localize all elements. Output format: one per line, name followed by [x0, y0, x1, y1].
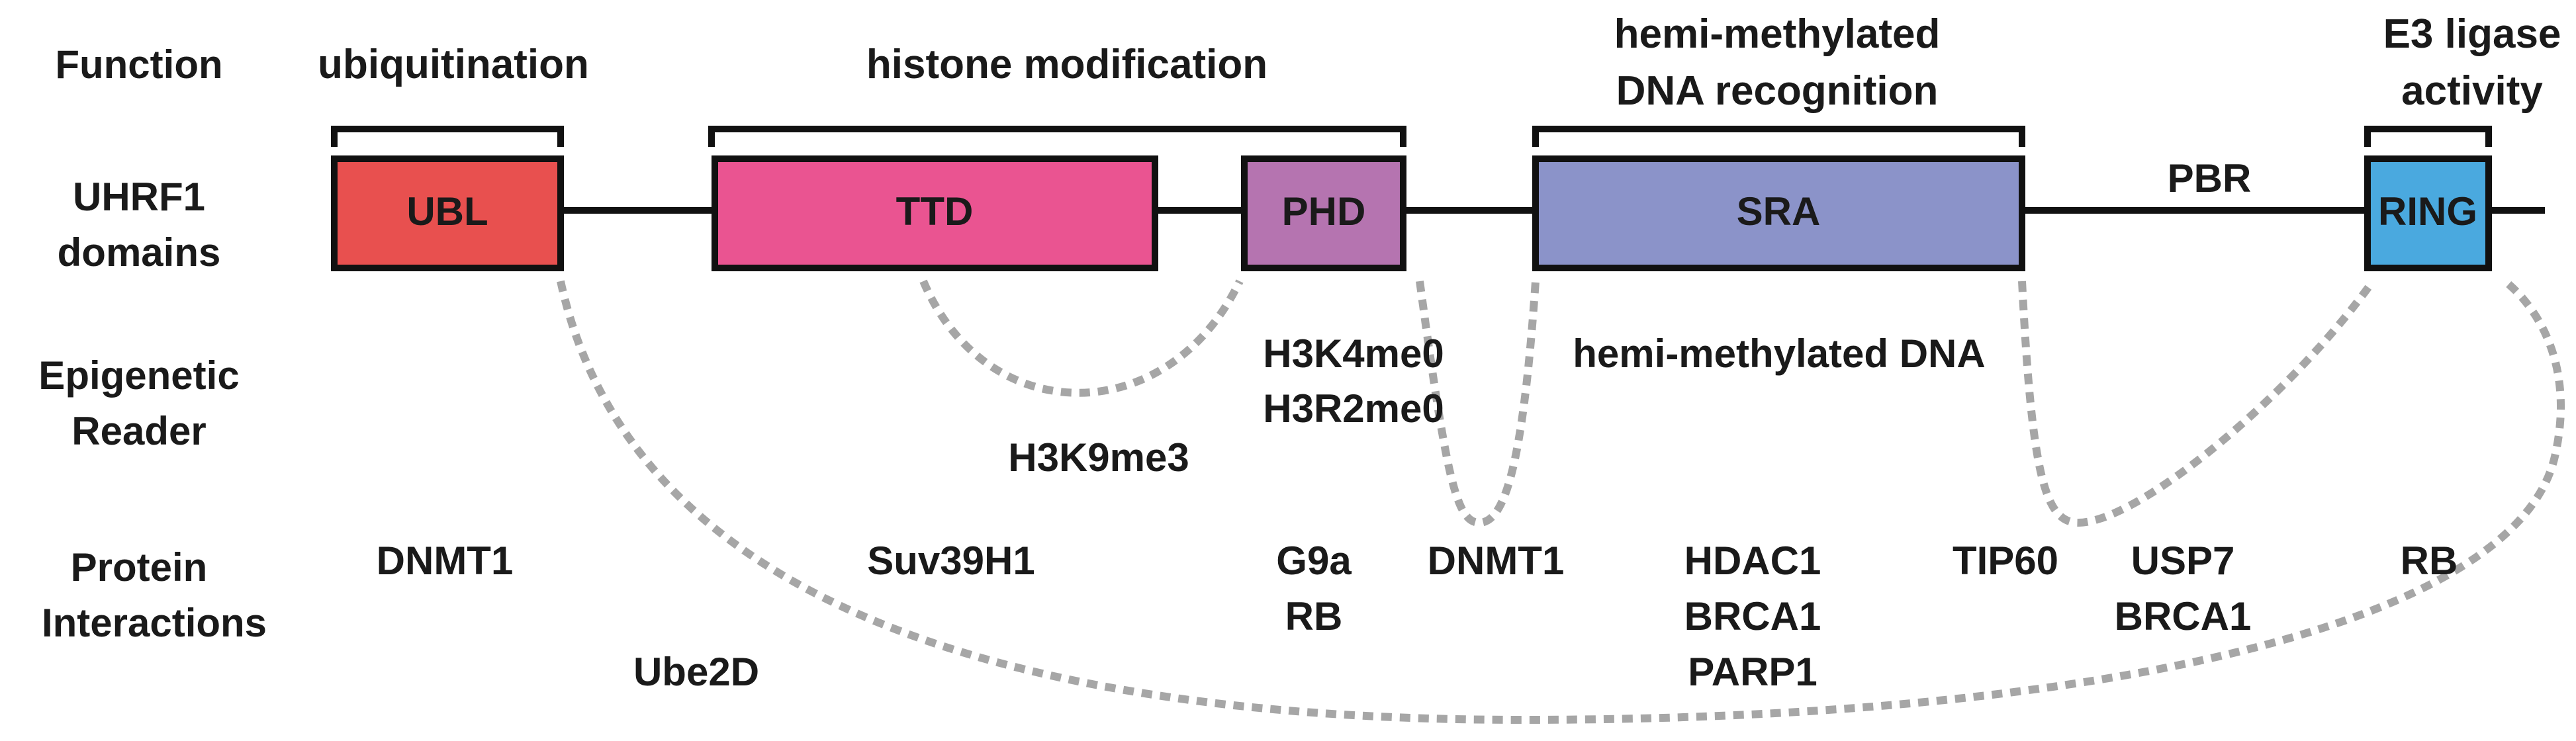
bracket-e3-ligase: [2364, 126, 2492, 147]
interaction-rb-phd: RB: [1285, 594, 1343, 638]
row-label-interactions-line2: Interactions: [42, 601, 267, 645]
domain-sra-label: SRA: [1737, 189, 1821, 234]
row-label-interactions-line1: Protein: [71, 545, 208, 589]
domain-ubl-box: [331, 155, 564, 271]
reader-h3r2me0: H3R2me0: [1263, 386, 1444, 431]
function-ubiquitination: ubiquitination: [318, 42, 589, 87]
interaction-parp1: PARP1: [1688, 650, 1817, 694]
bracket-hemi-recognition: [1532, 126, 2025, 147]
domain-ubl-label: UBL: [406, 189, 488, 234]
interaction-g9a: G9a: [1276, 539, 1352, 583]
interaction-dnmt1-sra: DNMT1: [1428, 539, 1565, 583]
interaction-usp7: USP7: [2131, 539, 2235, 583]
interaction-tip60: TIP60: [1953, 539, 2058, 583]
function-hemi-line1: hemi-methylated: [1614, 11, 1941, 57]
bracket-ubiquitination: [331, 126, 564, 147]
domain-ring-label: RING: [2378, 189, 2477, 234]
interaction-brca1-sra: BRCA1: [1684, 594, 1821, 638]
reader-h3k9me3: H3K9me3: [1008, 435, 1189, 480]
row-label-reader-line2: Reader: [71, 409, 206, 453]
domain-ttd-label: TTD: [896, 189, 974, 234]
bracket-histone-modification: [708, 126, 1406, 147]
connector-ubl-ring-ube2d: [557, 278, 2565, 724]
interaction-hdac1: HDAC1: [1684, 539, 1821, 583]
connector-sra-ring-tip60: [2018, 279, 2376, 527]
domain-ring-box: [2364, 155, 2492, 271]
domain-phd-box: [1241, 155, 1406, 271]
region-pbr-label: PBR: [2168, 156, 2252, 200]
connector-ttd-phd-h3k9me3: [919, 279, 1244, 397]
domain-ttd-box: [712, 155, 1158, 271]
interaction-suv39h1: Suv39H1: [867, 539, 1035, 583]
interaction-rb-ring: RB: [2401, 539, 2458, 583]
row-label-domains-line1: UHRF1: [73, 175, 205, 219]
function-hemi-line2: DNA recognition: [1616, 68, 1939, 114]
row-label-reader-line1: Epigenetic: [38, 353, 239, 398]
domain-phd-label: PHD: [1282, 189, 1366, 234]
reader-hemi-methylated-dna: hemi-methylated DNA: [1573, 331, 1985, 376]
interaction-brca1-pbr: BRCA1: [2115, 594, 2252, 638]
domain-sra-box: [1532, 155, 2025, 271]
function-histone-modification: histone modification: [866, 42, 1267, 87]
reader-h3k4me0: H3K4me0: [1263, 331, 1444, 376]
interaction-ube2d: Ube2D: [633, 650, 759, 694]
row-label-function: Function: [55, 42, 222, 87]
row-label-domains-line2: domains: [58, 230, 221, 275]
interaction-dnmt1-ubl: DNMT1: [377, 539, 514, 583]
function-e3-line2: activity: [2401, 68, 2543, 114]
function-e3-line1: E3 ligase: [2383, 11, 2561, 57]
